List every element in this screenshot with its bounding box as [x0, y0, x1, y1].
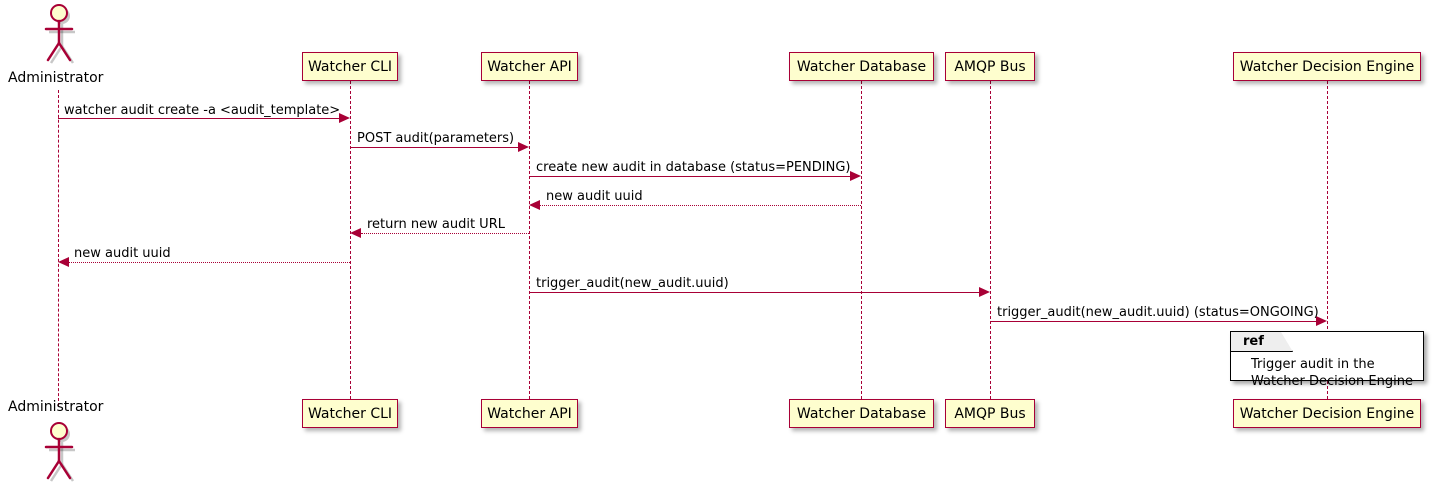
participant-amqp-bus-bottom[interactable]: AMQP Bus [945, 399, 1035, 428]
message-arrowhead-3 [850, 171, 861, 181]
message-line-7 [529, 292, 979, 293]
message-arrowhead-8 [1316, 316, 1327, 326]
actor-label-administrator-top: Administrator [8, 70, 104, 86]
message-line-3 [529, 176, 850, 177]
message-label-7: trigger_audit(new_audit.uuid) [536, 276, 729, 291]
lifeline-amqp-bus [990, 81, 991, 399]
message-arrowhead-1 [339, 113, 350, 123]
message-line-5 [361, 233, 529, 234]
message-arrowhead-6 [58, 257, 69, 267]
participant-amqp-bus-top[interactable]: AMQP Bus [945, 52, 1035, 81]
message-line-1 [58, 118, 339, 119]
message-line-8 [990, 321, 1316, 322]
message-label-5: return new audit URL [367, 217, 505, 232]
message-label-4: new audit uuid [546, 189, 643, 204]
participant-watcher-database-bottom[interactable]: Watcher Database [789, 399, 934, 428]
message-line-2 [350, 147, 518, 148]
lifeline-watcher-api [529, 81, 530, 399]
participant-watcher-cli-top[interactable]: Watcher CLI [302, 52, 398, 81]
message-arrowhead-5 [350, 228, 361, 238]
ref-fragment-tab-label: ref [1243, 334, 1264, 349]
actor-label-administrator-bottom: Administrator [8, 399, 104, 415]
ref-fragment-line-2: Watcher Decision Engine [1251, 374, 1413, 389]
participant-watcher-decision-engine-bottom[interactable]: Watcher Decision Engine [1233, 399, 1421, 428]
message-label-1: watcher audit create -a <audit_template> [64, 103, 341, 118]
message-arrowhead-4 [529, 200, 540, 210]
message-line-6 [69, 262, 350, 263]
message-arrowhead-2 [518, 142, 529, 152]
ref-fragment[interactable]: ref Trigger audit in the Watcher Decisio… [1230, 331, 1424, 389]
message-label-6: new audit uuid [74, 246, 171, 261]
participant-watcher-cli-bottom[interactable]: Watcher CLI [302, 399, 398, 428]
message-arrowhead-7 [979, 287, 990, 297]
participant-watcher-database-top[interactable]: Watcher Database [789, 52, 934, 81]
actor-administrator-bottom [36, 420, 82, 482]
participant-watcher-api-top[interactable]: Watcher API [481, 52, 578, 81]
lifeline-administrator [58, 90, 59, 406]
ref-fragment-line-1: Trigger audit in the [1251, 357, 1375, 372]
participant-watcher-decision-engine-top[interactable]: Watcher Decision Engine [1233, 52, 1421, 81]
message-label-2: POST audit(parameters) [357, 131, 515, 146]
message-label-8: trigger_audit(new_audit.uuid) (status=ON… [997, 305, 1319, 320]
lifeline-watcher-cli [350, 81, 351, 399]
message-label-3: create new audit in database (status=PEN… [536, 160, 851, 175]
lifeline-watcher-decision-engine [1327, 81, 1328, 399]
participant-watcher-api-bottom[interactable]: Watcher API [481, 399, 578, 428]
actor-administrator-top [36, 2, 82, 64]
lifeline-watcher-database [861, 81, 862, 399]
message-line-4 [540, 205, 861, 206]
